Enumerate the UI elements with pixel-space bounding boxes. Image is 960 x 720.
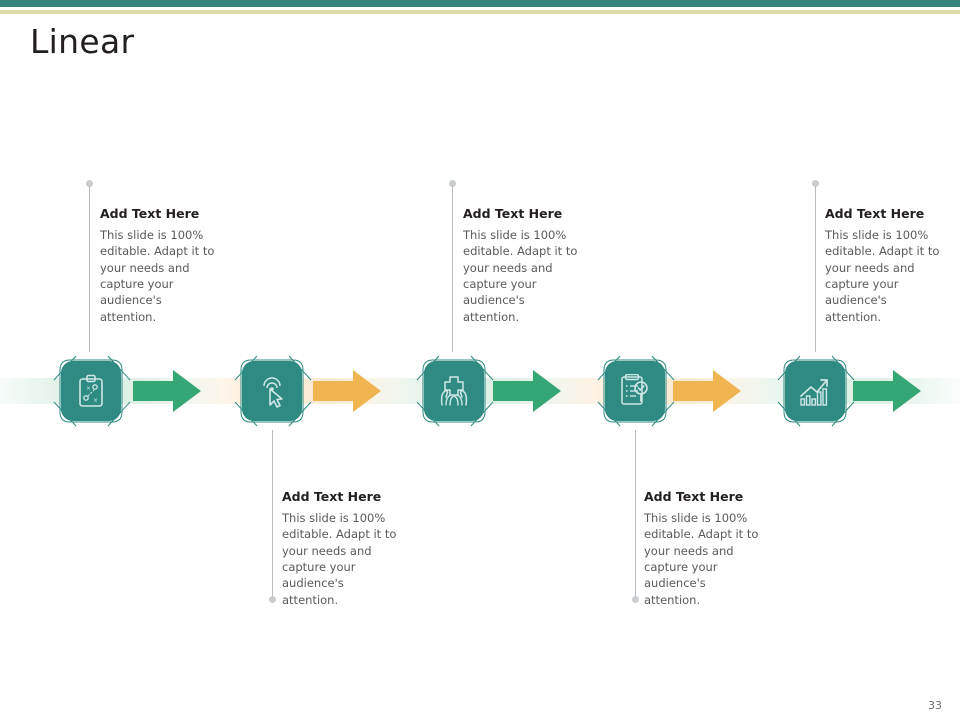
ribbon-band-green-3: [730, 378, 960, 404]
text-block-title-3: Add Text Here: [463, 206, 563, 221]
top-accent-bar-gap: [0, 7, 960, 10]
node-tile-3: [424, 361, 484, 421]
svg-text:×: ×: [93, 397, 98, 404]
text-block-step-3: Add Text Here This slide is 100% editabl…: [463, 206, 583, 325]
arrow-step-2-orange: [313, 368, 381, 414]
text-block-step-2: Add Text Here This slide is 100% editabl…: [282, 489, 402, 608]
text-block-title-4: Add Text Here: [644, 489, 744, 504]
connector-line-step-5: [815, 186, 816, 352]
connector-dot-step-4: [632, 596, 639, 603]
page-number: 33: [928, 699, 942, 712]
connector-dot-step-2: [269, 596, 276, 603]
text-block-body-4: This slide is 100% editable. Adapt it to…: [644, 511, 759, 607]
checklist-document-icon: [618, 374, 652, 408]
text-block-body-2: This slide is 100% editable. Adapt it to…: [282, 511, 397, 607]
arrow-step-5-green: [853, 368, 921, 414]
text-block-step-4: Add Text Here This slide is 100% editabl…: [644, 489, 764, 608]
connector-line-step-1: [89, 186, 90, 352]
connector-dot-step-3: [449, 180, 456, 187]
text-block-body-5: This slide is 100% editable. Adapt it to…: [825, 228, 940, 324]
connector-dot-step-5: [812, 180, 819, 187]
node-tile-5: [785, 361, 845, 421]
text-block-step-5: Add Text Here This slide is 100% editabl…: [825, 206, 945, 325]
arrow-step-4-orange: [673, 368, 741, 414]
connector-line-step-2: [272, 430, 273, 598]
text-block-body-1: This slide is 100% editable. Adapt it to…: [100, 228, 215, 324]
text-block-title-2: Add Text Here: [282, 489, 382, 504]
process-node-1[interactable]: × ×: [50, 350, 132, 432]
node-tile-2: [242, 361, 302, 421]
page-title: Linear: [30, 22, 135, 61]
connector-dot-step-1: [86, 180, 93, 187]
top-accent-bar-teal: [0, 0, 960, 7]
process-node-4[interactable]: [594, 350, 676, 432]
top-accent-bar-khaki: [0, 10, 960, 14]
node-tile-4: [605, 361, 665, 421]
text-block-step-1: Add Text Here This slide is 100% editabl…: [100, 206, 220, 325]
hands-medical-cross-icon: [437, 374, 471, 408]
clipboard-strategy-icon: × ×: [75, 374, 107, 408]
arrow-step-1-green: [133, 368, 201, 414]
process-node-2[interactable]: [231, 350, 313, 432]
text-block-title-5: Add Text Here: [825, 206, 925, 221]
connector-line-step-4: [635, 430, 636, 598]
growth-bar-chart-icon: [798, 375, 832, 407]
text-block-body-3: This slide is 100% editable. Adapt it to…: [463, 228, 578, 324]
click-cursor-icon: [256, 374, 288, 408]
connector-line-step-3: [452, 186, 453, 352]
process-node-5[interactable]: [774, 350, 856, 432]
arrow-step-3-green: [493, 368, 561, 414]
process-node-3[interactable]: [413, 350, 495, 432]
text-block-title-1: Add Text Here: [100, 206, 200, 221]
node-tile-1: × ×: [61, 361, 121, 421]
svg-text:×: ×: [86, 385, 91, 392]
